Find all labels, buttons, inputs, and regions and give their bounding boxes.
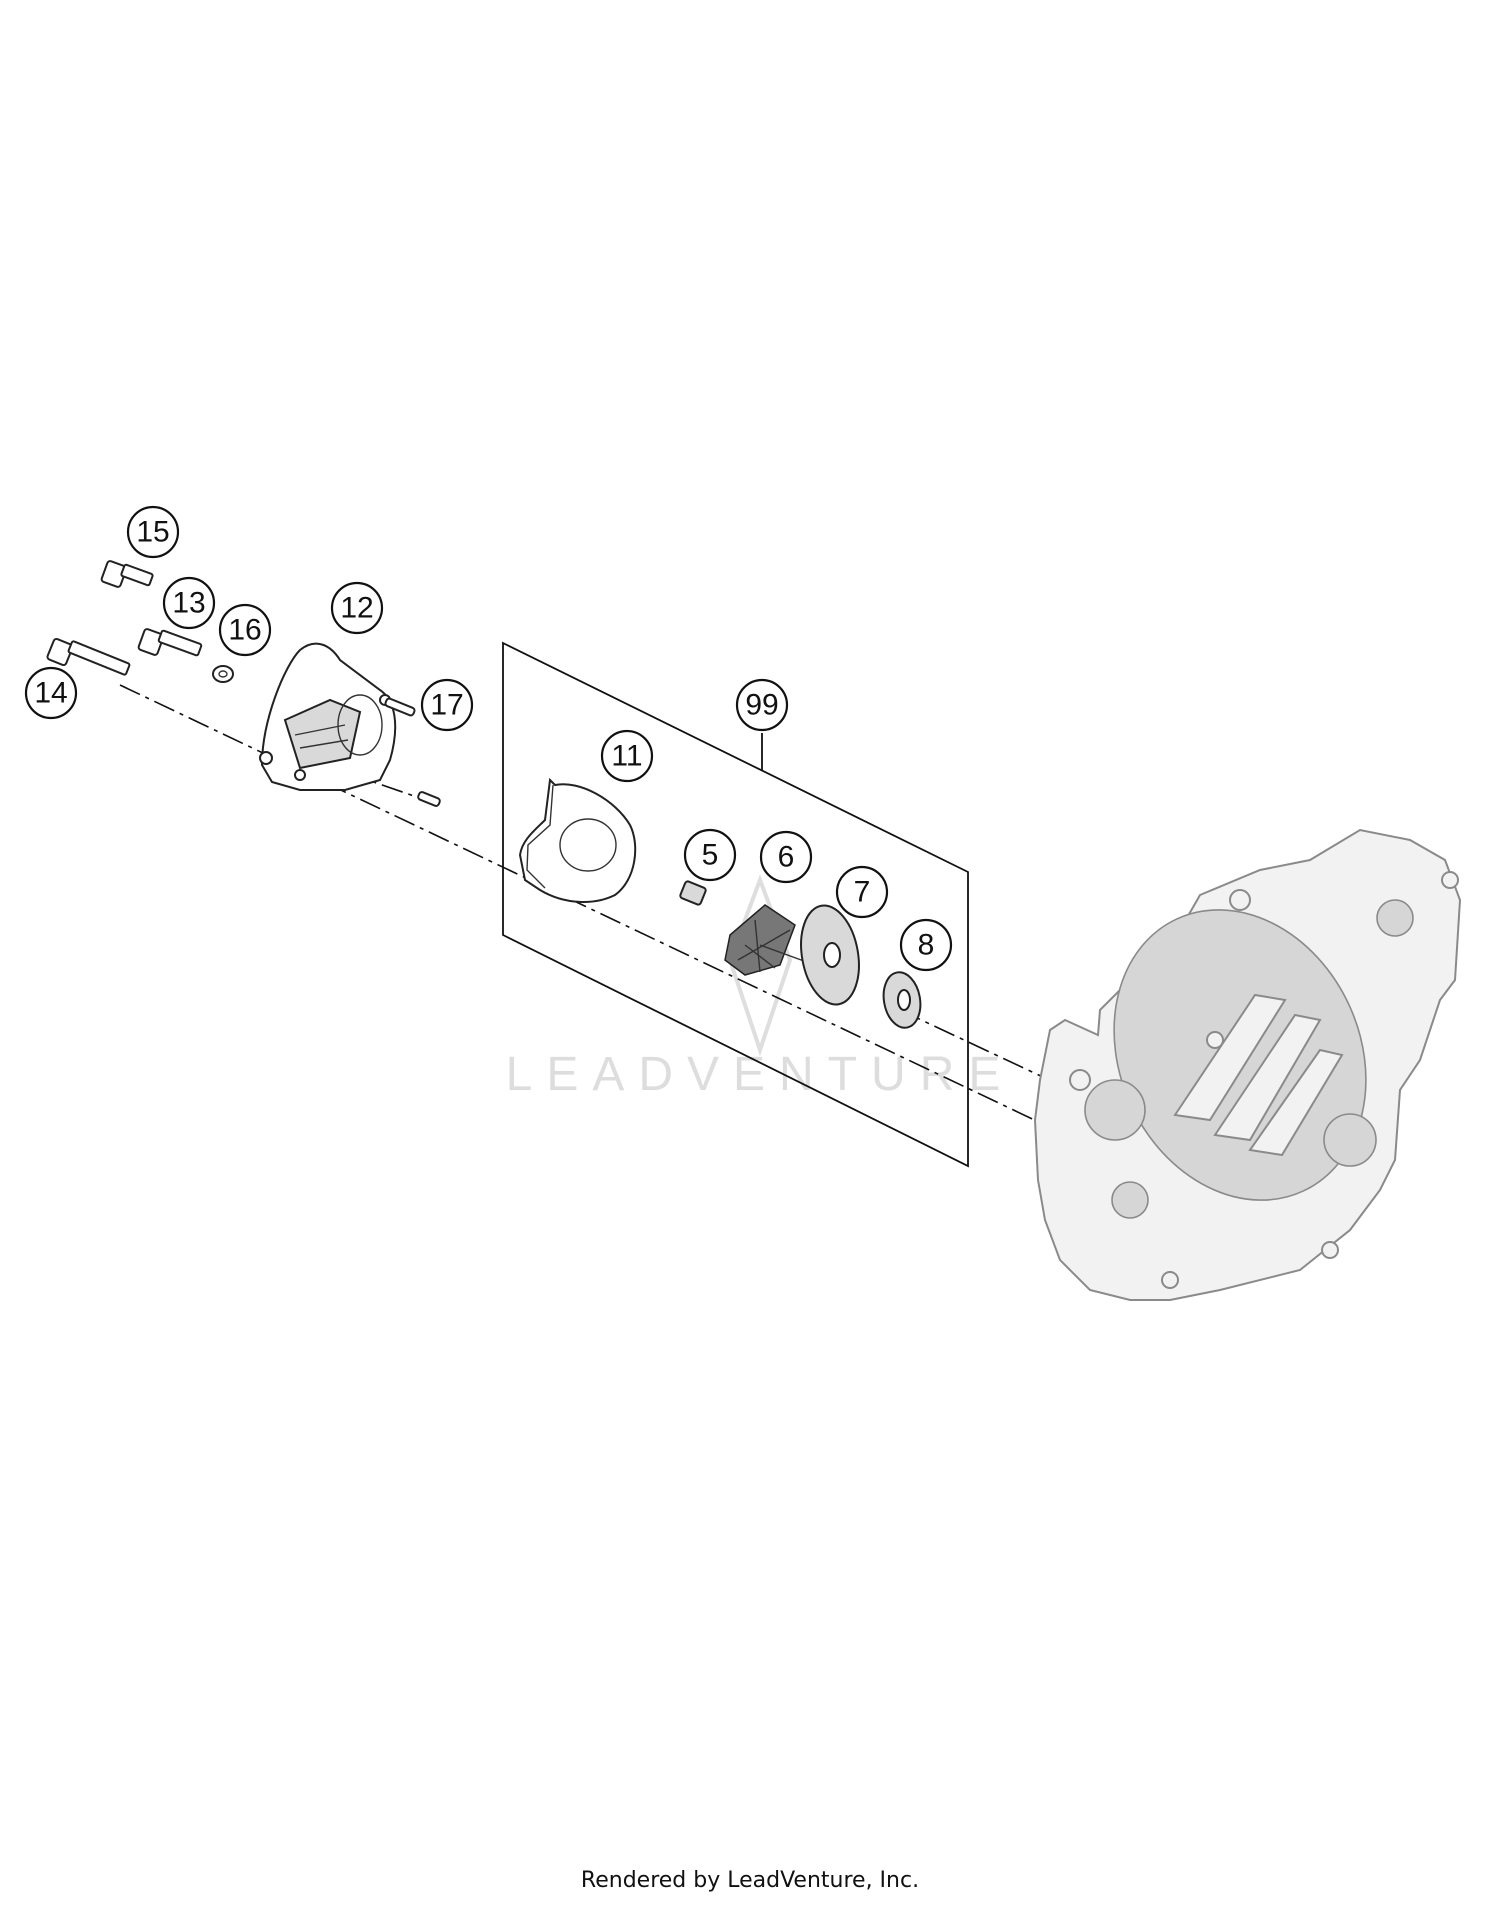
callout-15[interactable]: 15 [126, 505, 180, 559]
callout-label: 13 [172, 587, 205, 620]
callout-label: 15 [136, 516, 169, 549]
axis-line-to-cover [899, 1009, 1061, 1086]
callout-17[interactable]: 17 [420, 678, 474, 732]
callout-label: 14 [34, 677, 67, 710]
footer-credit: Rendered by LeadVenture, Inc. [580, 1868, 920, 1893]
water-pump-cover-12[interactable] [259, 642, 397, 791]
callout-label: 17 [430, 689, 463, 722]
callout-16[interactable]: 16 [218, 603, 272, 657]
impeller-nut-5[interactable] [679, 880, 707, 906]
gasket-11[interactable] [518, 777, 637, 903]
callout-11[interactable]: 11 [600, 729, 654, 783]
seal-disc-7[interactable] [794, 901, 867, 1009]
callout-label: 5 [702, 839, 719, 872]
watermark-text: LEADVENTURE [506, 1048, 1015, 1101]
watermark: LEADVENTURE [506, 874, 1015, 1101]
callout-6[interactable]: 6 [759, 830, 813, 884]
callout-label: 7 [854, 876, 871, 909]
callout-14[interactable]: 14 [24, 666, 78, 720]
bolt-13[interactable] [137, 628, 203, 657]
callout-13[interactable]: 13 [162, 576, 216, 630]
callout-label: 16 [228, 614, 261, 647]
callout-label: 6 [778, 841, 795, 874]
bolt-14[interactable] [46, 637, 131, 676]
callout-label: 99 [745, 689, 778, 722]
callout-12[interactable]: 12 [330, 581, 384, 635]
washer-16[interactable] [212, 665, 234, 683]
clutch-cover [1033, 828, 1462, 1301]
callout-8[interactable]: 8 [899, 918, 953, 972]
callout-7[interactable]: 7 [835, 865, 889, 919]
callout-label: 11 [611, 740, 642, 773]
shaft-seal-8[interactable] [879, 969, 924, 1030]
dowel-pins-17[interactable] [384, 697, 441, 807]
kit-frame-99 [502, 641, 969, 1168]
callout-99[interactable]: 99 [735, 678, 789, 732]
bolt-15[interactable] [100, 560, 154, 588]
callout-label: 8 [918, 929, 935, 962]
callout-5[interactable]: 5 [683, 828, 737, 882]
callout-label: 12 [340, 592, 373, 625]
